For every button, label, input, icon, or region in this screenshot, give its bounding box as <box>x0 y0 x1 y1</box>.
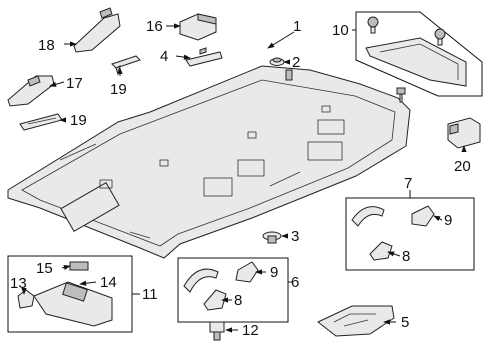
callout-16: 16 <box>146 18 163 35</box>
callout-18: 18 <box>38 37 55 54</box>
callout-5: 5 <box>401 314 409 331</box>
callout-19-a: 19 <box>110 81 127 98</box>
screw-part <box>396 87 406 103</box>
clip-pin-part <box>285 69 293 81</box>
lamp-part-19-lower <box>19 113 63 131</box>
callout-8-b: 8 <box>234 292 242 309</box>
callout-17: 17 <box>66 75 83 92</box>
callout-20: 20 <box>454 158 471 175</box>
callout-10: 10 <box>332 22 349 39</box>
bracket-part <box>185 47 223 67</box>
callout-15: 15 <box>36 260 53 277</box>
module-part-16 <box>179 13 217 41</box>
callout-4: 4 <box>160 48 168 65</box>
callout-19-b: 19 <box>70 112 87 129</box>
callout-3: 3 <box>291 228 299 245</box>
lamp-part-18 <box>73 7 121 53</box>
grommet-part <box>269 57 285 66</box>
clip-10b <box>434 28 446 46</box>
console-part-5 <box>317 305 395 337</box>
bracket-part-20 <box>447 117 481 149</box>
trim-part-19 <box>111 55 141 76</box>
clip-part-12 <box>209 321 225 341</box>
lamp-part-17 <box>7 75 55 107</box>
callout-7: 7 <box>404 175 412 192</box>
clip-10a <box>367 16 379 34</box>
callout-6: 6 <box>291 274 299 291</box>
callout-14: 14 <box>100 274 117 291</box>
callout-1: 1 <box>293 18 301 35</box>
part-7-box <box>345 197 475 271</box>
callout-9-a: 9 <box>444 212 452 229</box>
callout-2: 2 <box>292 54 300 71</box>
callout-12: 12 <box>242 322 259 339</box>
part-11-box <box>7 255 133 333</box>
callout-11: 11 <box>142 286 158 303</box>
clip-part <box>262 231 282 244</box>
part-6-box <box>177 257 289 323</box>
callout-9-b: 9 <box>270 264 278 281</box>
leader-lines <box>21 23 467 333</box>
headliner-part <box>7 65 411 259</box>
callout-8-a: 8 <box>402 248 410 265</box>
part-10-box <box>355 11 483 97</box>
callout-13: 13 <box>10 275 27 292</box>
